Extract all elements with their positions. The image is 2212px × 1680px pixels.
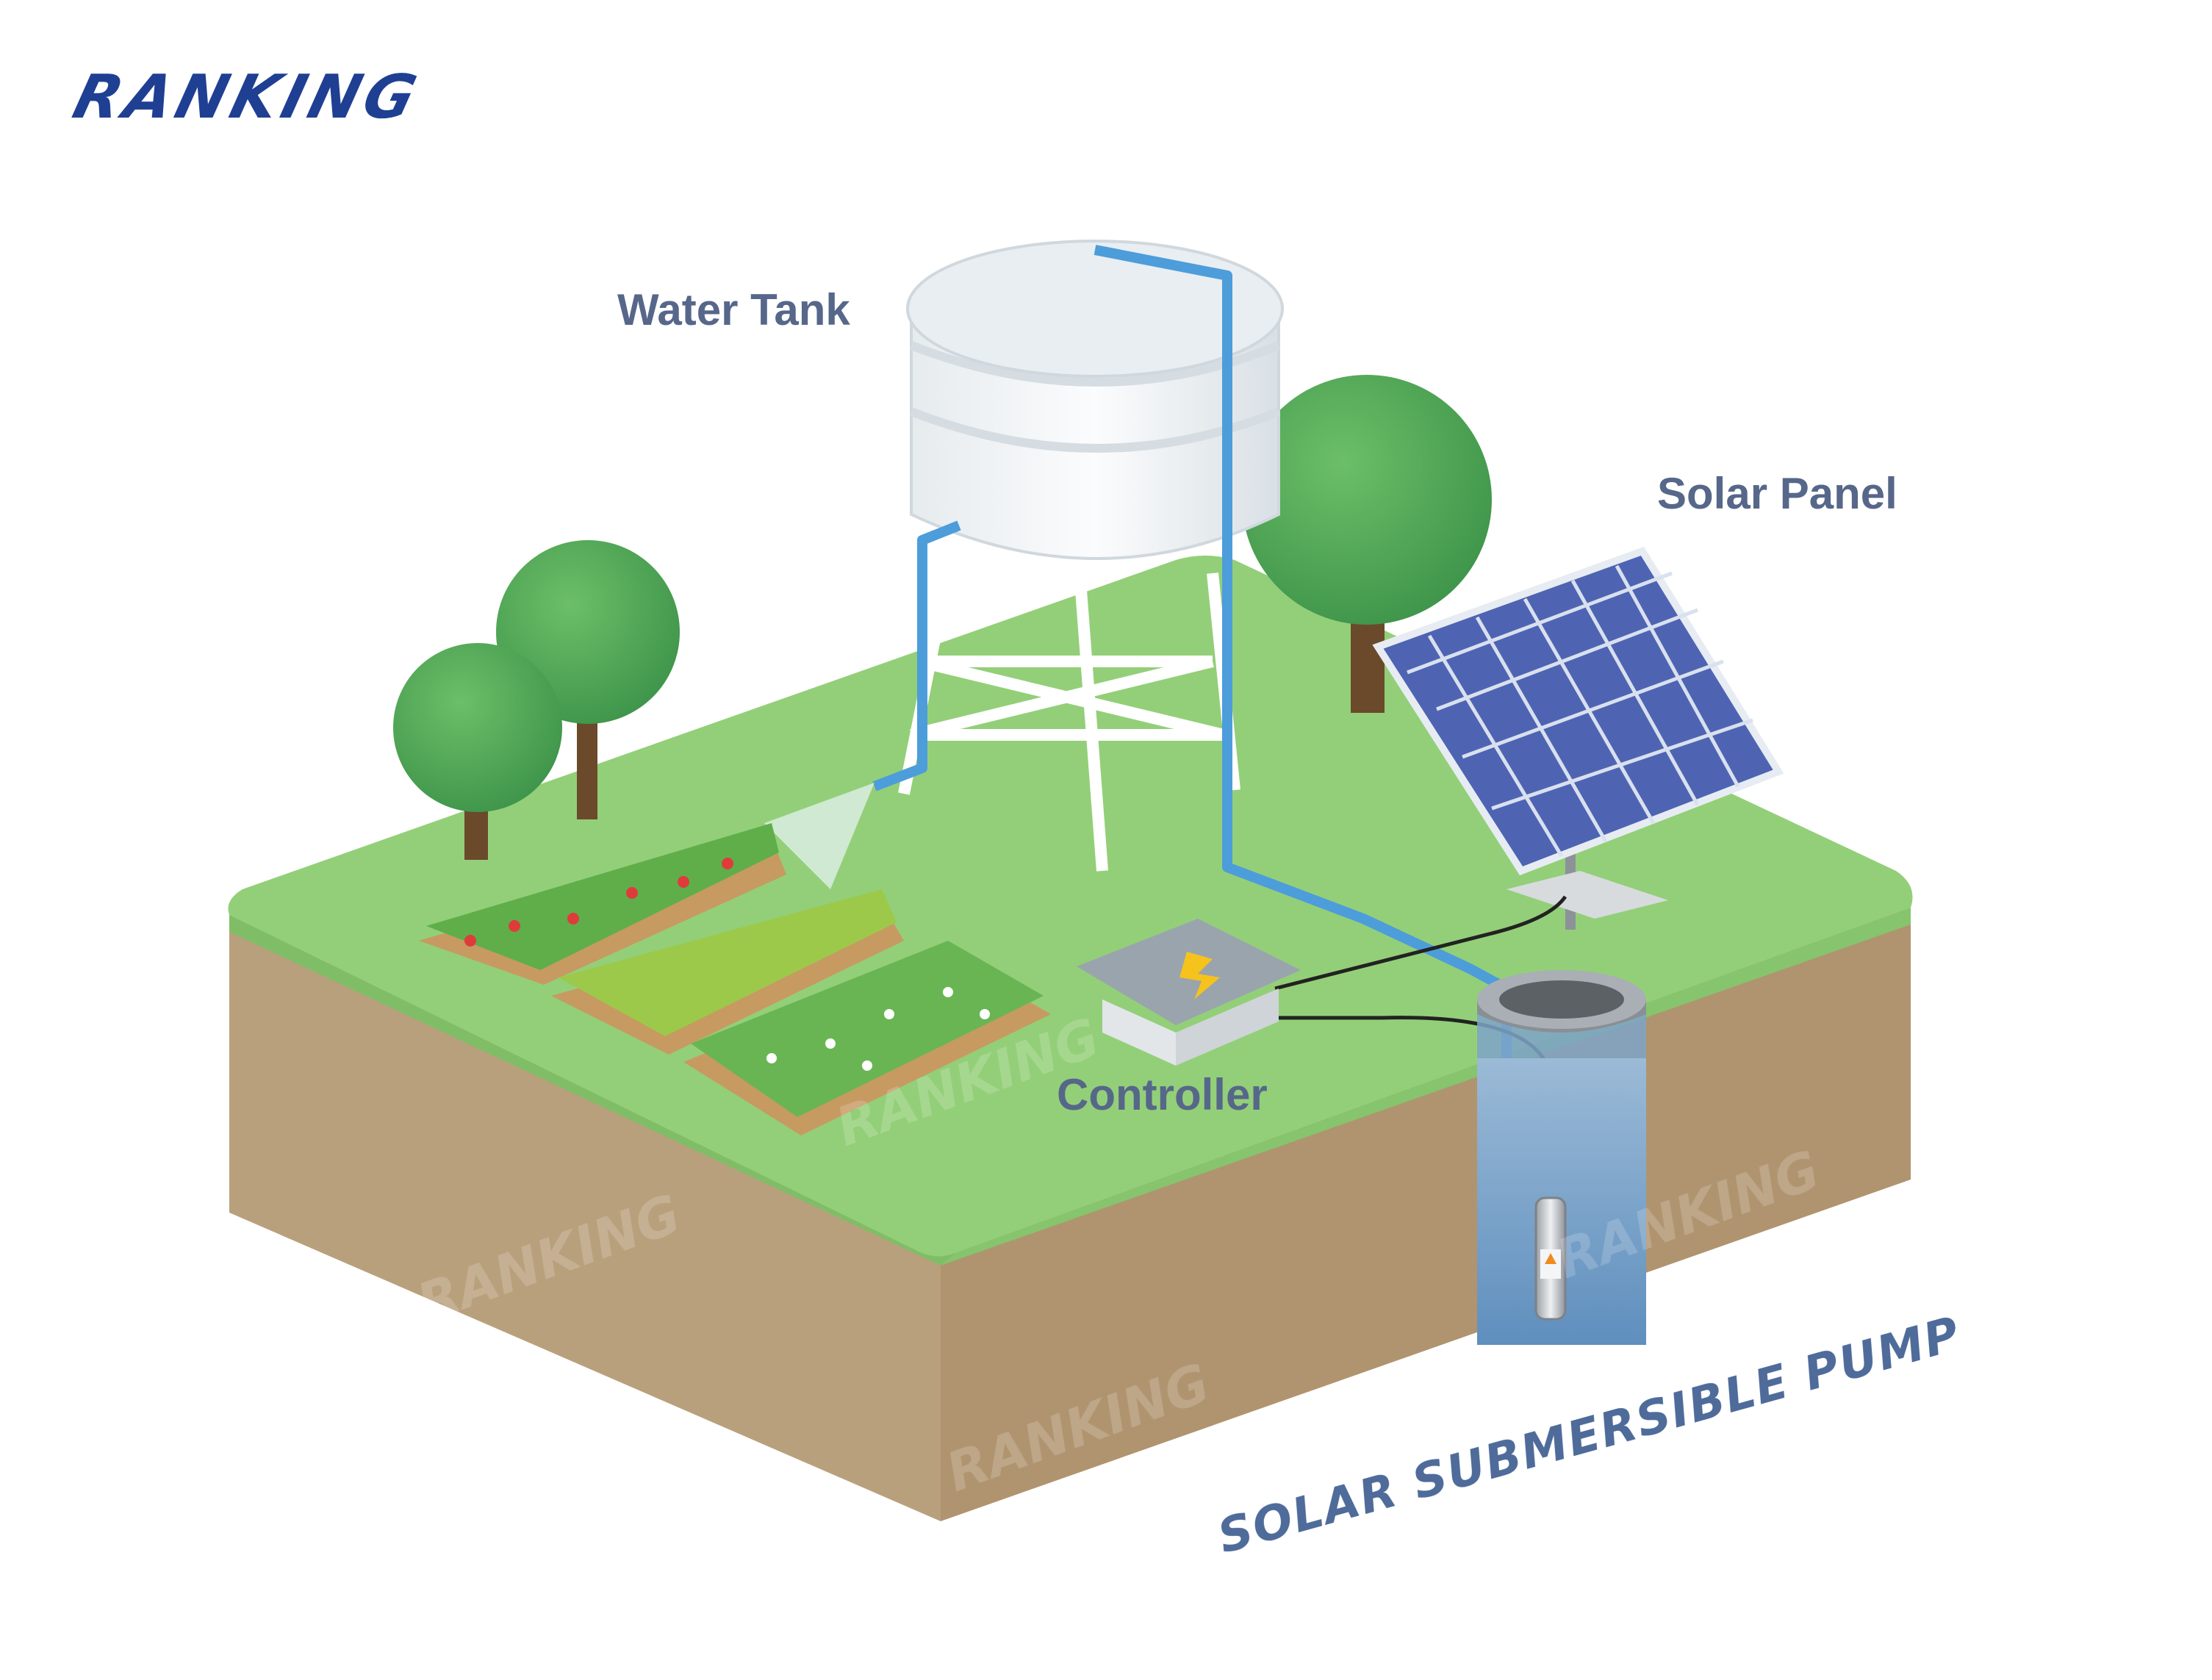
submersible-pump <box>1534 1196 1567 1321</box>
soil-front-left <box>229 915 941 1521</box>
controller-label: Controller <box>1057 1070 1268 1119</box>
water-tank-label: Water Tank <box>617 285 850 334</box>
garden-bed-white-flowers <box>683 941 1051 1135</box>
water-tank-tower <box>898 572 1240 872</box>
brand-logo: RANKING <box>66 62 428 132</box>
solar-panel-label: Solar Panel <box>1657 469 1897 518</box>
water-tank <box>906 240 1284 560</box>
soil-front-right <box>941 908 1911 1521</box>
grass-edge-right <box>941 908 1911 1266</box>
garden-bed-yellow <box>551 889 904 1055</box>
garden-bed-strawberry <box>419 823 786 985</box>
water-spray <box>764 783 875 889</box>
lightning-bolt-icon <box>1179 952 1220 999</box>
tree-right <box>1242 375 1492 713</box>
solar-panel-face <box>1372 546 1784 876</box>
tree-front-left <box>393 643 562 860</box>
solar-panel <box>1372 546 1784 930</box>
controller-box <box>1077 919 1301 1066</box>
